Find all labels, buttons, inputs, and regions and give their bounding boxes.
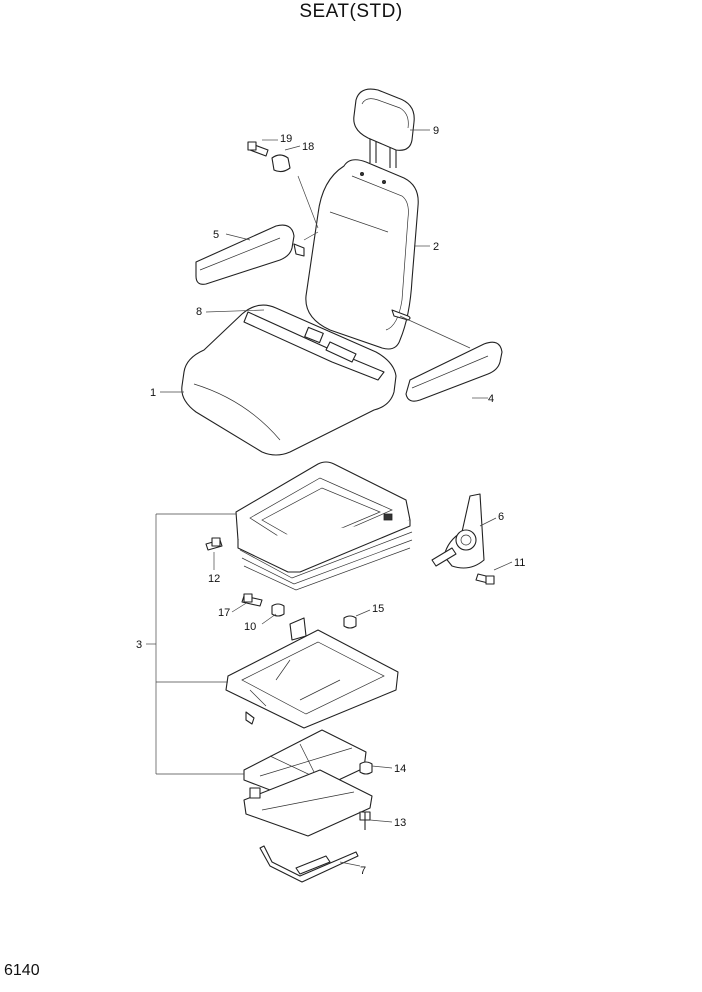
bolt-14 [359,761,373,775]
armrest-right [405,341,503,402]
nut-15 [343,615,357,629]
adjust-lever [259,845,359,883]
callout-2: 2 [433,241,439,253]
callout-15: 15 [372,603,384,615]
recliner-bracket [431,493,485,569]
callout-6: 6 [498,511,504,523]
callout-3: 3 [136,639,142,651]
headrest [353,88,415,168]
diagram-title: SEAT(STD) [299,1,403,22]
bolt-12 [205,537,223,551]
callout-labels: 9 2 5 4 1 8 19 18 6 11 12 17 10 15 3 14 … [136,125,525,877]
bolt-13 [359,811,371,830]
seat-cushion [181,304,397,456]
leader-lines [146,129,513,867]
callout-1: 1 [150,387,156,399]
backrest [305,159,419,350]
bolt-19 [247,141,269,157]
callout-7: 7 [360,865,366,877]
callout-17: 17 [218,607,230,619]
bolt-11 [475,573,495,585]
callout-19: 19 [280,133,292,145]
nut-10 [271,603,285,617]
callout-8: 8 [196,306,202,318]
callout-9: 9 [433,125,439,137]
callout-13: 13 [394,817,406,829]
knob-18 [271,154,291,173]
suspension-upper-frame [225,617,399,729]
callout-5: 5 [213,229,219,241]
armrest-left [195,224,305,285]
callout-11: 11 [514,557,525,569]
callout-18: 18 [302,141,314,153]
page-number: 6140 [4,962,40,979]
callout-10: 10 [244,621,256,633]
callout-12: 12 [208,573,220,585]
seat-pan [235,461,413,591]
suspension-lower-frame [243,729,373,837]
callout-14: 14 [394,763,406,775]
callout-4: 4 [488,393,494,405]
